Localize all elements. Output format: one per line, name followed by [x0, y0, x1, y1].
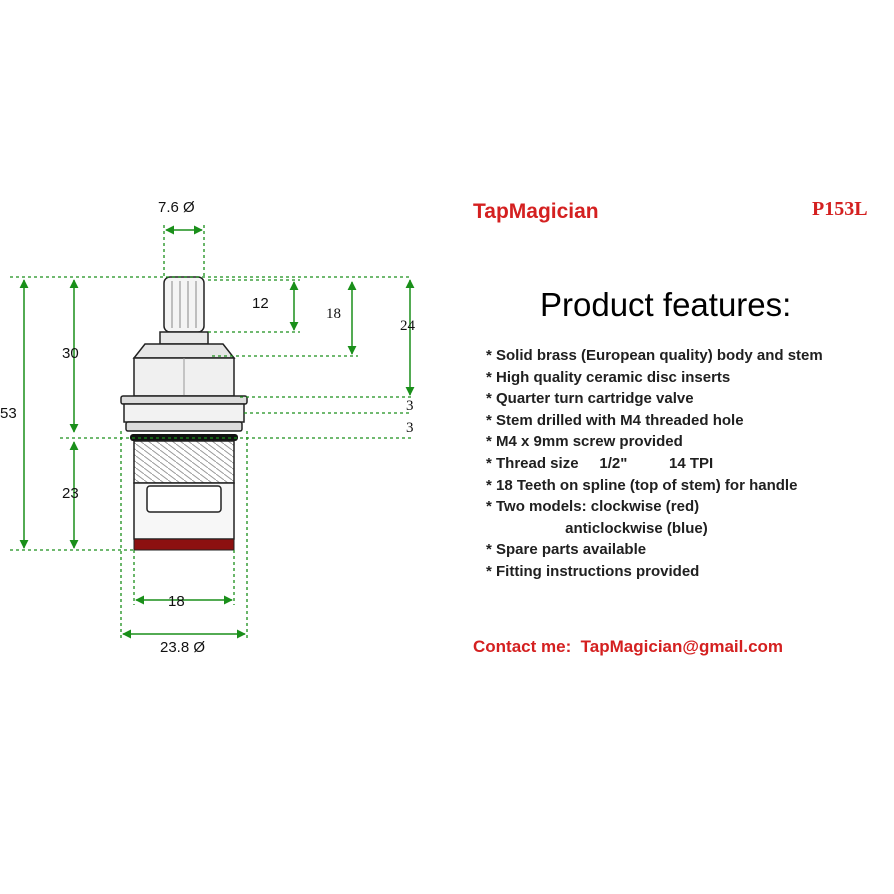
feature-item: * Thread size 1/2" 14 TPI	[486, 454, 714, 472]
features-list: * Solid brass (European quality) body an…	[486, 345, 823, 583]
feature-item: * High quality ceramic disc inserts	[486, 368, 731, 386]
dimension-arrows	[19, 225, 415, 639]
product-code: P153L	[812, 198, 868, 220]
feature-item: anticlockwise (blue)	[486, 519, 708, 537]
feature-item: * Fitting instructions provided	[486, 562, 700, 580]
feature-item: * Solid brass (European quality) body an…	[486, 347, 823, 364]
dim-stem-diameter: 7.6 Ø	[158, 199, 195, 216]
cartridge-body	[120, 276, 248, 551]
feature-item: * M4 x 9mm screw provided	[486, 433, 683, 451]
dim-thread-length: 23	[62, 485, 79, 502]
feature-item: * 18 Teeth on spline (top of stem) for h…	[486, 476, 798, 494]
feature-item: * Spare parts available	[486, 541, 647, 559]
dim-spline-height: 12	[252, 295, 269, 312]
dim-top-section: 30	[62, 345, 79, 362]
feature-item: * Two models: clockwise (red)	[486, 498, 700, 516]
dim-upper-height: 24	[400, 318, 416, 334]
dimension-lines	[10, 225, 412, 640]
contact-email[interactable]: Contact me: TapMagician@gmail.com	[473, 637, 784, 656]
feature-item: * Stem drilled with M4 threaded hole	[486, 411, 744, 429]
dim-outer-diameter: 23.8 Ø	[160, 639, 205, 656]
dim-ring-1: 3	[406, 398, 414, 414]
dim-overall-height: 53	[0, 405, 17, 422]
dim-stem-height: 18	[326, 306, 341, 322]
feature-item: * Quarter turn cartridge valve	[486, 390, 694, 408]
dim-inner-width: 18	[168, 593, 185, 610]
brand-name: TapMagician	[473, 200, 599, 223]
features-heading: Product features:	[540, 286, 792, 323]
dim-ring-2: 3	[406, 420, 414, 436]
